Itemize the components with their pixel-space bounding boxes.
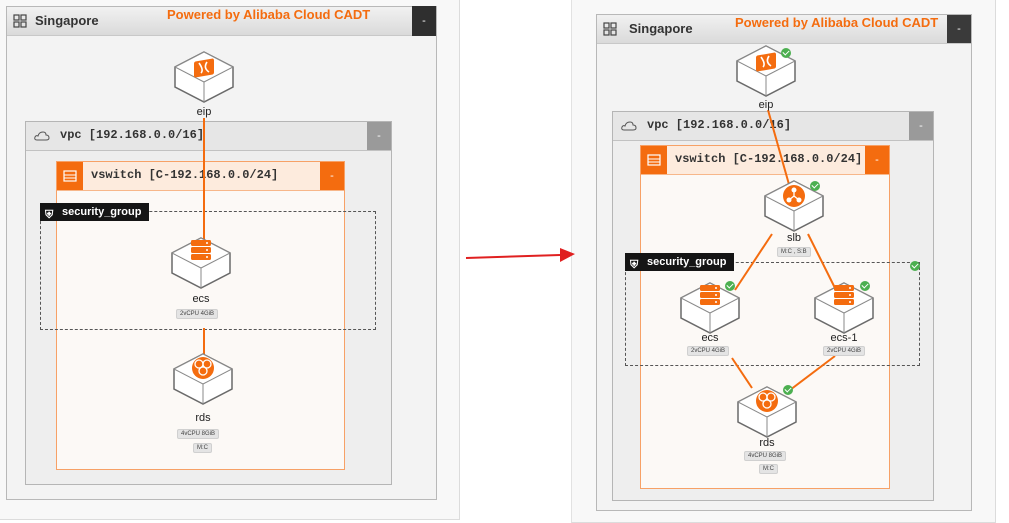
ecs-node[interactable]: [680, 282, 740, 334]
arrow-head-icon: [560, 248, 575, 262]
rds-mode-badge: M:C: [759, 464, 778, 474]
link-eip-slb: [767, 109, 791, 189]
vswitch-header: vswitch [C-192.168.0.0/24] -: [57, 162, 344, 191]
rds-mode-badge: M:C: [193, 443, 212, 453]
eip-icon: [194, 58, 214, 78]
powered-by-label: Powered by Alibaba Cloud CADT: [735, 15, 939, 30]
rds-icon: [192, 357, 214, 379]
rds-label: rds: [759, 437, 775, 449]
left-security-group-label: ⛨ security_group: [40, 203, 150, 221]
vpc-header: vpc [192.168.0.0/16] -: [26, 122, 391, 151]
vpc-title: vpc [192.168.0.0/16]: [647, 118, 792, 132]
vpc-collapse-button[interactable]: -: [909, 112, 933, 140]
link-ecs1-rds: [789, 355, 836, 391]
ecs-icon: [191, 240, 211, 260]
vswitch-title: vswitch [C-192.168.0.0/24]: [91, 168, 279, 182]
shield-icon: ⛨: [45, 209, 54, 221]
vpc-title: vpc [192.168.0.0/16]: [60, 128, 205, 142]
vswitch-title: vswitch [C-192.168.0.0/24]: [675, 152, 863, 166]
check-icon: [725, 281, 735, 291]
vswitch-collapse-button[interactable]: -: [865, 146, 889, 174]
shield-icon: ⛨: [630, 259, 639, 271]
eip-node[interactable]: [736, 45, 796, 97]
grid-icon: [603, 22, 617, 36]
region-collapse-button[interactable]: -: [412, 6, 436, 36]
slb-node[interactable]: [764, 180, 824, 232]
ecs1-spec-badge: 2vCPU 4GiB: [823, 346, 866, 356]
left-security-group: [40, 211, 376, 330]
region-title: Singapore: [629, 21, 693, 36]
eip-label: eip: [196, 106, 212, 118]
ecs-spec-badge: 2vCPU 4GiB: [176, 309, 219, 319]
link-ecs-rds: [731, 357, 753, 389]
slb-label: slb: [786, 232, 802, 244]
rds-node[interactable]: [737, 386, 797, 438]
eip-node[interactable]: [174, 51, 234, 103]
ecs-icon: [834, 285, 854, 305]
link-slb-ecs: [734, 233, 773, 291]
ecs-spec-badge: 2vCPU 4GiB: [687, 346, 730, 356]
right-security-group: [625, 262, 920, 366]
vswitch-header: vswitch [C-192.168.0.0/24] -: [641, 146, 889, 175]
region-title: Singapore: [35, 13, 99, 28]
ecs1-label: ecs-1: [830, 332, 858, 344]
vswitch-collapse-button[interactable]: -: [320, 162, 344, 190]
eip-label: eip: [758, 99, 774, 111]
check-icon: [783, 385, 793, 395]
rds-node[interactable]: [173, 353, 233, 405]
rds-spec-badge: 4vCPU 8GiB: [744, 451, 787, 461]
cloud-icon: [621, 121, 637, 131]
cloud-icon: [34, 131, 50, 141]
ecs-node[interactable]: [171, 237, 231, 289]
region-header: Singapore Powered by Alibaba Cloud CADT …: [7, 6, 436, 36]
grid-icon: [13, 14, 27, 28]
slb-spec-badge: M:C , S:B: [777, 247, 811, 257]
vswitch-icon: [57, 162, 83, 190]
check-icon: [810, 181, 820, 191]
region-header: Singapore Powered by Alibaba Cloud CADT …: [597, 15, 971, 44]
ecs1-node[interactable]: [814, 282, 874, 334]
rds-spec-badge: 4vCPU 8GiB: [177, 429, 220, 439]
powered-by-label: Powered by Alibaba Cloud CADT: [167, 7, 371, 22]
slb-icon: [783, 185, 805, 207]
check-icon: [910, 261, 920, 271]
rds-label: rds: [195, 412, 211, 424]
ecs-label: ecs: [701, 332, 719, 344]
link-slb-ecs1: [807, 233, 836, 289]
eip-icon: [756, 52, 776, 72]
ecs-label: ecs: [192, 293, 210, 305]
vpc-collapse-button[interactable]: -: [367, 122, 391, 150]
rds-icon: [756, 390, 778, 412]
check-icon: [860, 281, 870, 291]
vswitch-icon: [641, 146, 667, 174]
region-collapse-button[interactable]: -: [947, 15, 971, 43]
check-icon: [781, 48, 791, 58]
right-security-group-label: ⛨ security_group: [625, 253, 735, 271]
ecs-icon: [700, 285, 720, 305]
transition-arrow: [465, 254, 561, 259]
